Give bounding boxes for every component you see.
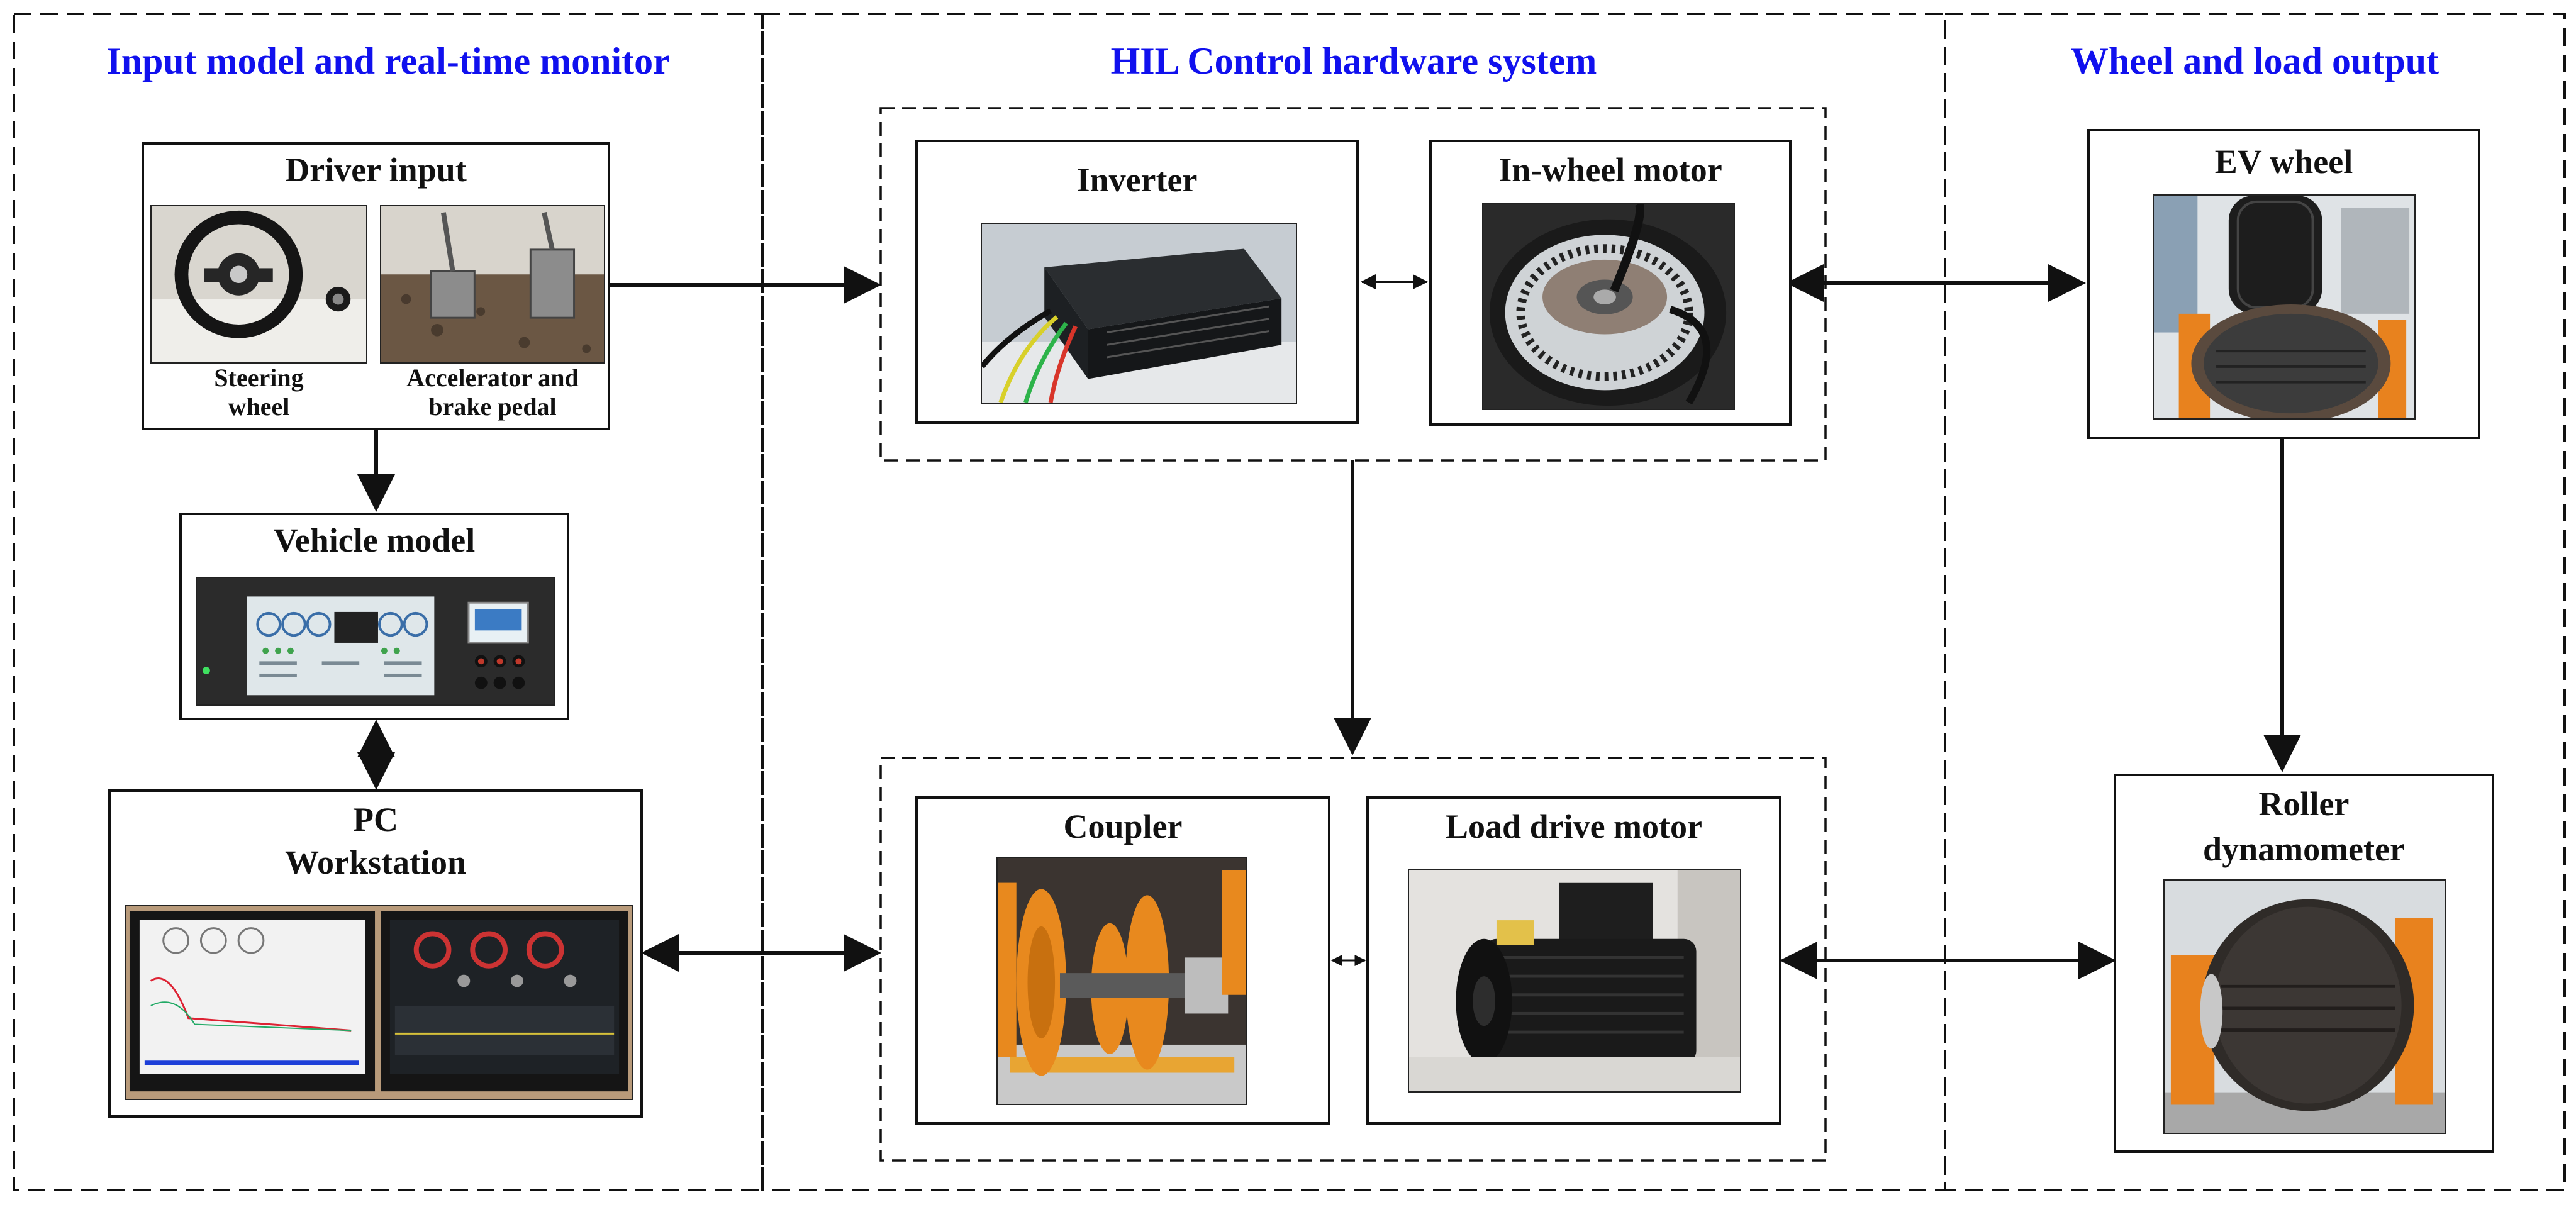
load-drive-motor-block: Load drive motor (1366, 796, 1781, 1125)
pc-title-line-2: Workstation (284, 843, 467, 881)
inverter-title: Inverter (1076, 161, 1198, 199)
load-drive-motor-title: Load drive motor (1446, 808, 1702, 845)
pedal-caption: Accelerator and brake pedal (380, 364, 605, 421)
roller-title-line-1: Roller (2258, 785, 2350, 823)
in-wheel-motor-photo (1482, 203, 1735, 410)
pc-workstation-photo (125, 905, 633, 1100)
steering-caption-line-1: Steering (214, 364, 304, 392)
roller-dynamometer-block: Roller dynamometer (2114, 774, 2494, 1153)
coupler-title: Coupler (1063, 808, 1183, 845)
ev-wheel-photo (2153, 194, 2416, 420)
ev-wheel-block: EV wheel (2087, 129, 2480, 439)
pc-title-line-1: PC (353, 801, 398, 838)
steering-wheel-photo (150, 205, 367, 364)
pedal-photo (380, 205, 605, 364)
steering-caption-line-2: wheel (228, 392, 290, 421)
roller-dynamometer-photo (2163, 879, 2446, 1134)
driver-input-block: Driver input (142, 142, 610, 430)
section-title-left: Input model and real-time monitor (106, 40, 670, 82)
in-wheel-motor-block: In-wheel motor (1429, 140, 1792, 426)
in-wheel-motor-title: In-wheel motor (1498, 151, 1722, 189)
vehicle-model-title: Vehicle model (273, 521, 476, 559)
section-title-middle: HIL Control hardware system (1110, 40, 1597, 82)
section-frame-middle (761, 13, 1946, 1191)
steering-caption: Steering wheel (150, 364, 367, 421)
coupler-block: Coupler (915, 796, 1330, 1125)
coupler-photo (996, 857, 1247, 1105)
vehicle-model-block: Vehicle model (179, 513, 569, 720)
inverter-block: Inverter (915, 140, 1359, 424)
pedal-caption-line-1: Accelerator and (406, 364, 579, 392)
vehicle-model-photo (196, 577, 555, 706)
pedal-caption-line-2: brake pedal (428, 392, 557, 421)
pc-workstation-block: PC Workstation (108, 789, 643, 1118)
roller-title-line-2: dynamometer (2203, 830, 2405, 868)
section-title-right: Wheel and load output (2070, 40, 2439, 82)
inverter-photo (981, 223, 1297, 404)
load-drive-motor-photo (1408, 869, 1741, 1093)
driver-input-title: Driver input (285, 151, 467, 189)
ev-wheel-title: EV wheel (2214, 143, 2353, 181)
